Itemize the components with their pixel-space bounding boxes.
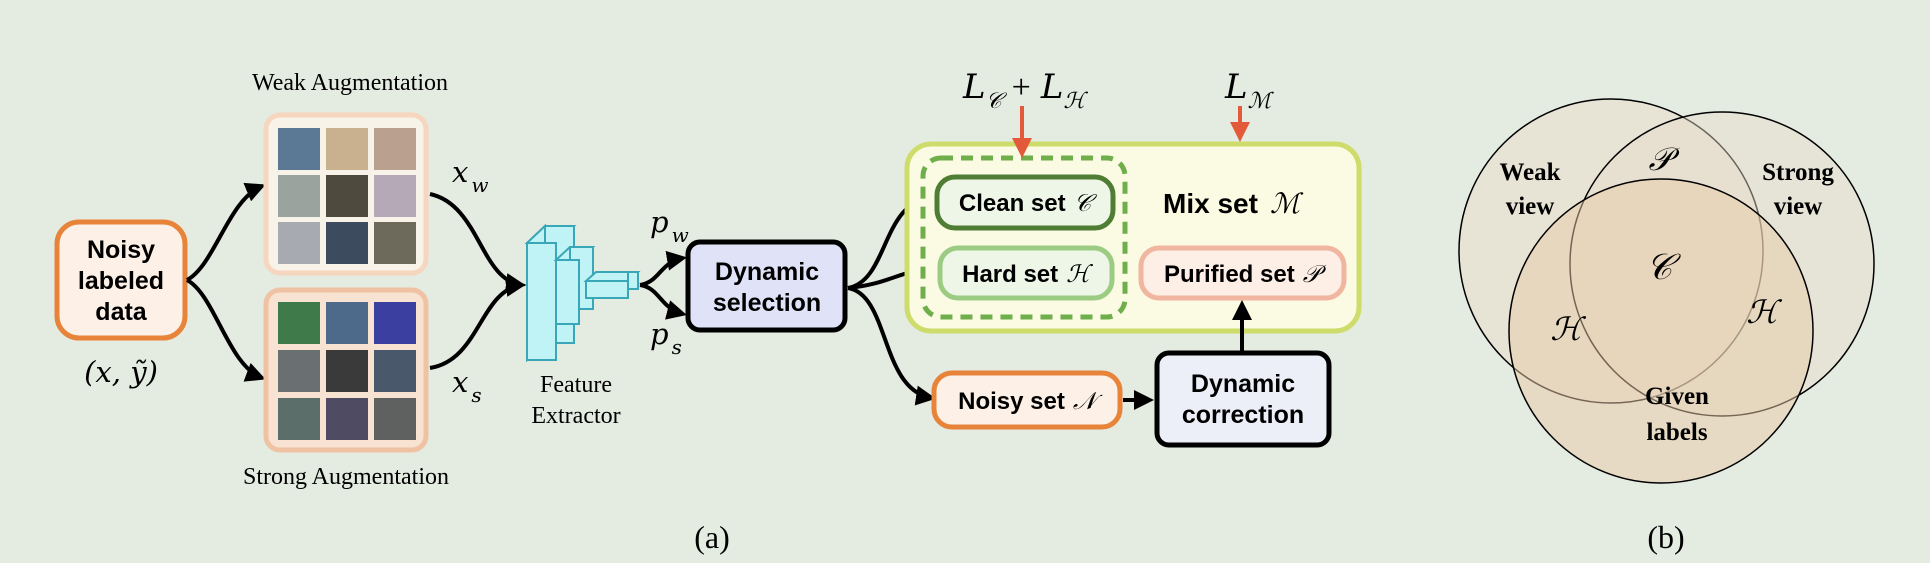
mix-set-container bbox=[904, 141, 1362, 334]
region-h-right: ℋ bbox=[1746, 293, 1782, 331]
strong-augmentation-label: Strong Augmentation bbox=[243, 464, 449, 490]
given-labels-circle bbox=[1508, 178, 1814, 484]
given-labels-line2: labels bbox=[1646, 419, 1707, 446]
caption-a: (a) bbox=[694, 519, 730, 555]
noisy-label-line3: data bbox=[95, 298, 148, 326]
dynamic-selection-line1: Dynamic bbox=[715, 258, 819, 286]
noisy-label-line1: Noisy bbox=[87, 236, 155, 264]
region-h-left: ℋ bbox=[1550, 310, 1586, 348]
input-variable: (x, ỹ) bbox=[84, 355, 158, 389]
arrow-to-strong bbox=[185, 278, 266, 382]
weak-view-line2: view bbox=[1506, 193, 1555, 220]
arrow-strong-to-extractor bbox=[429, 276, 526, 370]
strong-augmentation-images bbox=[263, 287, 429, 453]
given-labels-line1: Given bbox=[1645, 383, 1709, 410]
feature-extractor-icon bbox=[524, 223, 641, 363]
arrow-weak-to-extractor bbox=[429, 192, 526, 294]
weak-augmentation-label: Weak Augmentation bbox=[252, 70, 448, 96]
weak-view-line1: Weak bbox=[1499, 159, 1560, 186]
caption-b: (b) bbox=[1647, 519, 1684, 555]
arrow-to-noisy bbox=[847, 286, 936, 406]
extractor-label-line2: Extractor bbox=[531, 403, 620, 429]
noisy-label-line2: labeled bbox=[78, 267, 164, 295]
arrow-to-weak bbox=[185, 182, 266, 282]
dynamic-correction-line1: Dynamic bbox=[1191, 370, 1295, 398]
dynamic-correction-line2: correction bbox=[1182, 401, 1304, 429]
dynamic-correction-box: Dynamic correction bbox=[1154, 350, 1332, 448]
arrow-pw bbox=[639, 250, 687, 287]
dynamic-selection-box: Dynamic selection bbox=[685, 239, 848, 333]
loss-mix: Lℳ bbox=[1224, 67, 1275, 114]
strong-view-line1: Strong bbox=[1762, 159, 1834, 186]
venn-diagram bbox=[1458, 98, 1875, 484]
noisy-labeled-data-box: Noisy labeled data bbox=[54, 219, 188, 341]
weak-augmentation-images bbox=[263, 112, 429, 276]
loss-clean-hard: L𝒞+Lℋ bbox=[962, 67, 1088, 114]
clean-hard-group bbox=[920, 155, 1128, 320]
dynamic-selection-line2: selection bbox=[713, 289, 821, 317]
arrow-ps bbox=[639, 283, 687, 320]
strong-view-line2: view bbox=[1774, 193, 1823, 220]
extractor-label-line1: Feature bbox=[540, 372, 612, 398]
